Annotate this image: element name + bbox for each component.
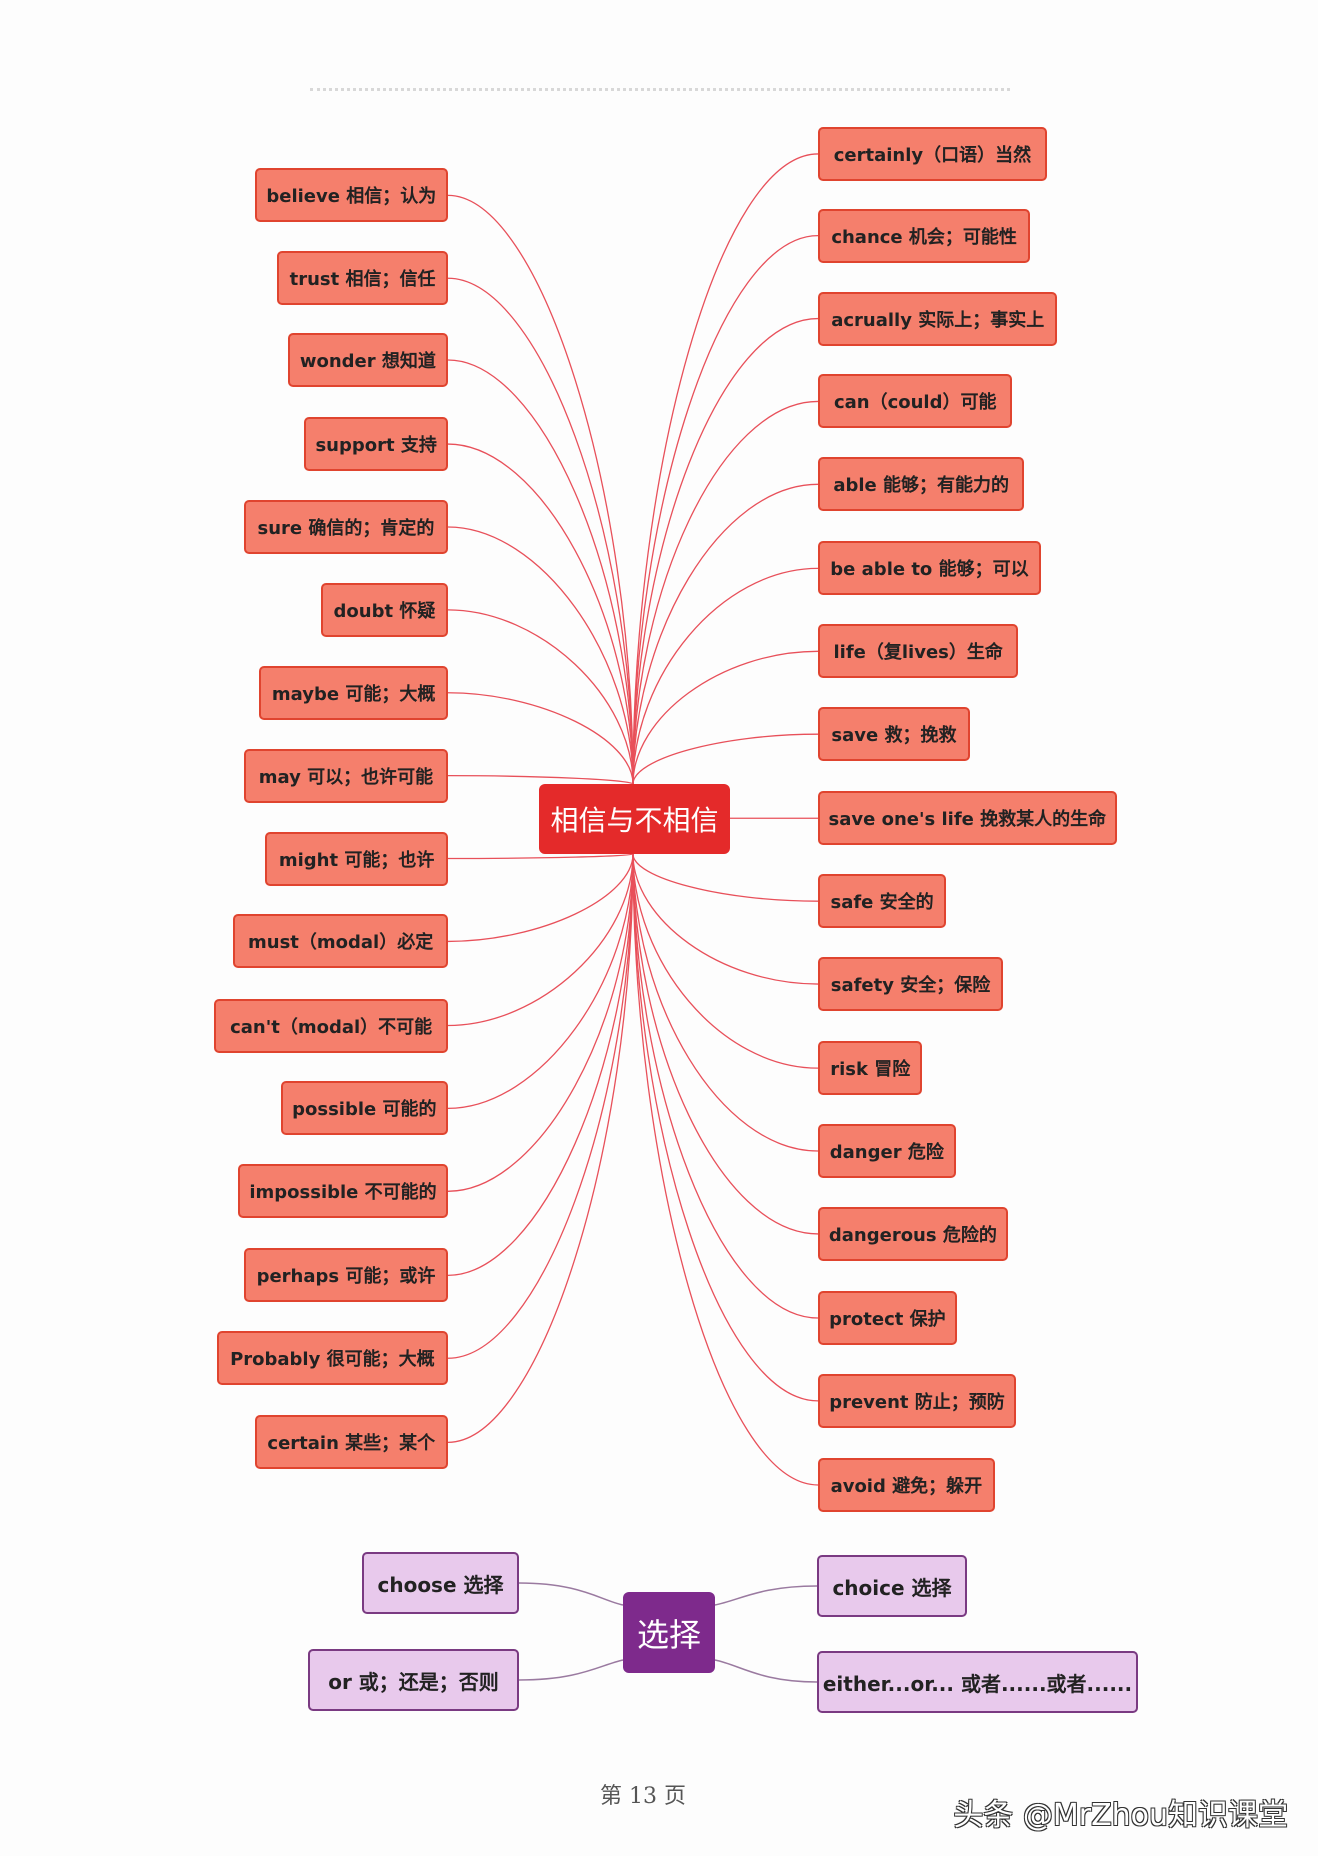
connector-line [632,400,819,785]
topic-node: support 支持 [304,417,448,472]
topic-node: might 可能；也许 [265,831,448,886]
topic-node: safe 安全的 [818,874,947,929]
connector-line [632,153,819,785]
topic-node: risk 冒险 [818,1041,923,1096]
faded-header-line [310,88,1010,94]
topic-node: be able to 能够；可以 [818,541,1041,596]
connector-line [632,853,819,985]
topic-node: acrually 实际上；事实上 [818,291,1058,346]
connector-line [447,853,634,860]
connector-line [447,853,634,1110]
connector-line [447,853,634,1443]
topic-node: possible 可能的 [280,1081,448,1136]
connector-line [447,853,634,1192]
connector-line [447,853,634,1359]
connector-line [632,483,819,785]
topic-node: must（modal）必定 [233,914,448,969]
topic-node: perhaps 可能；或许 [243,1248,448,1303]
connector-line [632,853,819,1402]
watermark: 头条 @MrZhou知识课堂 [953,1798,1288,1833]
topic-node: protect 保护 [818,1291,957,1345]
connector-line [447,443,634,785]
connector-line [632,733,819,785]
connector-line [632,853,819,1486]
topic-node: trust 相信；信任 [277,251,448,306]
connector-line [447,609,634,785]
connector-line [447,774,634,785]
topic-node: impossible 不可能的 [238,1164,448,1219]
connector-line [632,853,819,1152]
topic-node: avoid 避免；躲开 [818,1457,995,1512]
topic-node: believe 相信；认为 [254,168,448,223]
connector-line [518,1582,624,1606]
connector-line [632,235,819,785]
topic-node: safety 安全；保险 [818,957,1003,1012]
topic-node: sure 确信的；肯定的 [243,499,448,554]
connector-line [447,853,634,943]
central-topic-choice: 选择 [623,1592,715,1673]
topic-node: wonder 想知道 [287,332,448,387]
topic-node: save 救；挽救 [818,707,970,762]
topic-node: may 可以；也许可能 [243,748,448,803]
topic-node: chance 机会；可能性 [818,208,1031,263]
connector-line [632,853,819,902]
connector-line [632,650,819,785]
connector-line [447,194,634,785]
connector-line [632,317,819,785]
topic-node: dangerous 危险的 [818,1206,1008,1261]
topic-node: certainly（口语）当然 [818,126,1047,181]
topic-node: save one's life 挽救某人的生命 [818,791,1117,846]
connector-line [632,853,819,1235]
page-number: 第 13 页 [600,1784,686,1809]
topic-node: life（复lives）生命 [818,624,1019,679]
topic-node: maybe 可能；大概 [259,665,448,720]
connector-line [714,1659,818,1683]
connector-line [632,567,819,785]
topic-node: either...or... 或者......或者...... [817,1651,1138,1713]
connector-line [632,853,819,1069]
topic-node: choose 选择 [362,1552,519,1614]
connector-line [632,853,819,1319]
connector-line [714,1585,818,1606]
topic-node: can't（modal）不可能 [214,998,448,1053]
topic-node: choice 选择 [817,1555,967,1617]
connector-line [447,853,634,1277]
topic-node: Probably 很可能；大概 [216,1331,448,1386]
central-topic-believe: 相信与不相信 [539,784,730,854]
topic-node: prevent 防止；预防 [818,1373,1017,1428]
topic-node: or 或；还是；否则 [308,1649,519,1711]
topic-node: certain 某些；某个 [254,1415,448,1470]
connector-line [447,692,634,785]
connector-line [518,1659,624,1681]
connector-line [447,359,634,785]
topic-node: able 能够；有能力的 [818,457,1025,512]
topic-node: can（could）可能 [818,374,1013,429]
topic-node: doubt 怀疑 [320,582,448,637]
connector-line [447,853,634,1027]
connector-line [447,277,634,785]
connector-line [447,526,634,785]
topic-node: danger 危险 [818,1124,956,1179]
